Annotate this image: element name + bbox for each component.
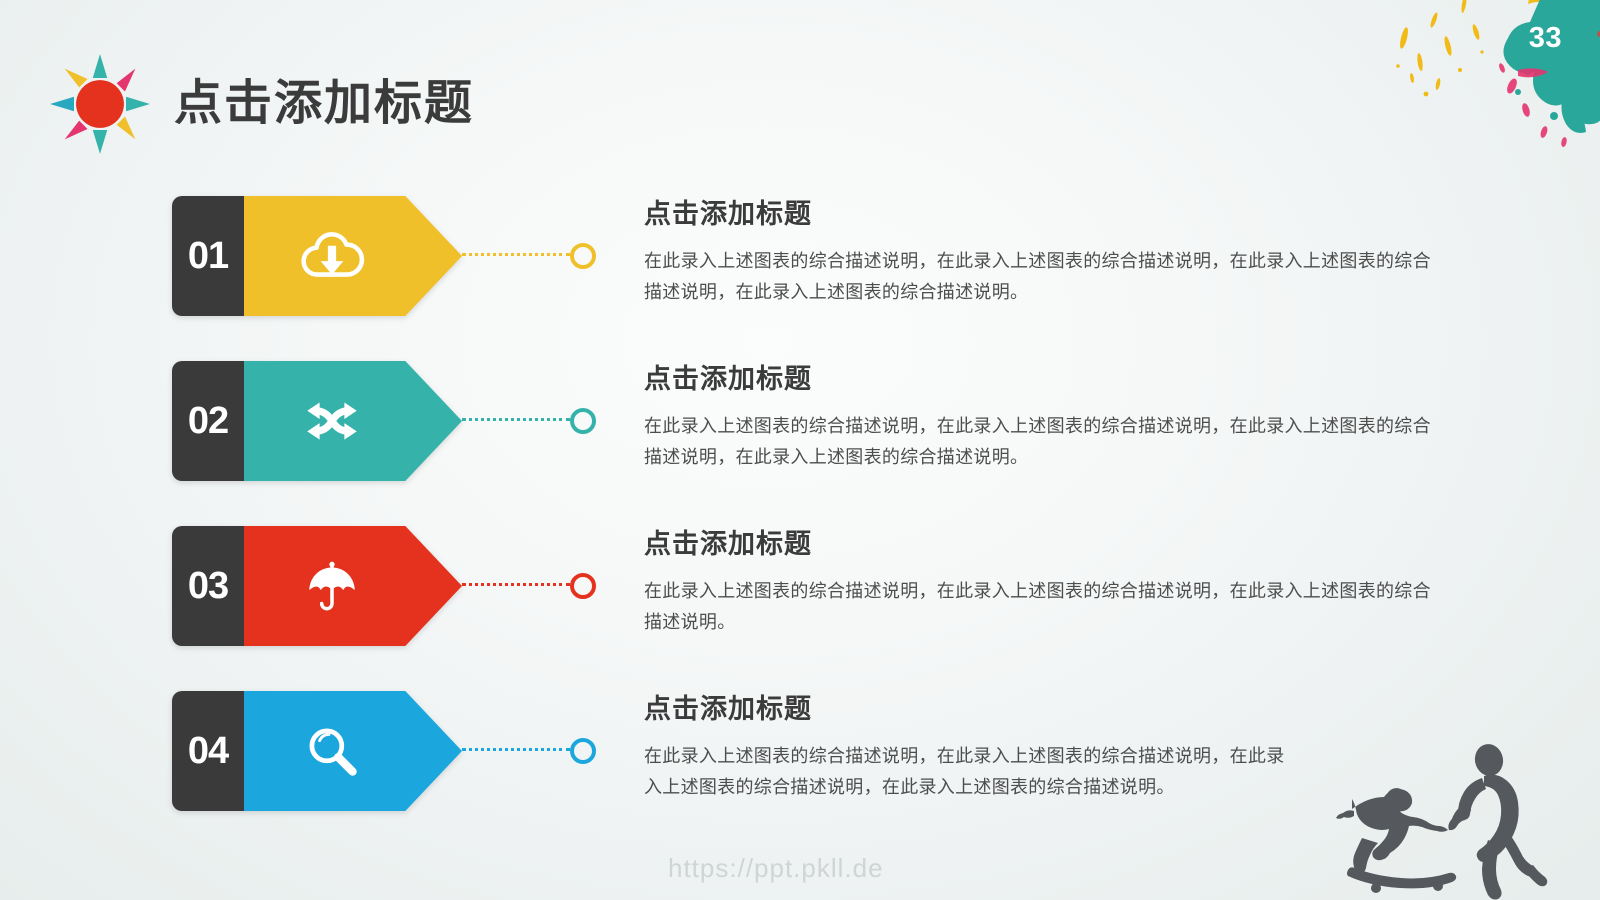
- watermark-url: https://ppt.pkll.de: [668, 853, 884, 883]
- item-connector-line: [462, 583, 570, 592]
- item-number: 01: [187, 235, 229, 277]
- info-row: 03 点击添加标题 在此录入上述图表的综合: [0, 526, 1600, 691]
- item-banner-02[interactable]: 02: [172, 361, 462, 481]
- slide-header: 点击添加标题: [48, 52, 474, 156]
- item-number-block: 02: [172, 361, 244, 481]
- item-endpoint-ring: [570, 738, 596, 764]
- item-banner-04[interactable]: 04: [172, 691, 462, 811]
- item-arrow-block: [244, 526, 462, 646]
- item-number: 03: [187, 565, 229, 607]
- info-rows-container: 01 点击添加标题 在此录入上述图表的综合描述说明，在此录入上述图表的综合描述说…: [0, 196, 1600, 856]
- item-number-block: 03: [172, 526, 244, 646]
- item-connector-line: [462, 748, 570, 757]
- cloud-download-icon: [299, 223, 365, 289]
- info-row: 02: [0, 361, 1600, 526]
- item-endpoint-ring: [570, 243, 596, 269]
- info-row: 04 点击添加标题 在此录入上述图表的综合描述说明，在此录入上述图表的综: [0, 691, 1600, 856]
- item-body-text: 在此录入上述图表的综合描述说明，在此录入上述图表的综合描述说明，在此录入上述图表…: [644, 250, 1431, 303]
- item-text-column: 点击添加标题 在此录入上述图表的综合描述说明，在此录入上述图表的综合描述说明，在…: [644, 694, 1296, 804]
- umbrella-icon: [299, 553, 365, 619]
- magnifier-icon: [299, 718, 365, 784]
- item-title: 点击添加标题: [644, 199, 812, 229]
- page-number: 33: [1528, 22, 1562, 54]
- item-title: 点击添加标题: [644, 694, 812, 724]
- item-text-column: 点击添加标题 在此录入上述图表的综合描述说明，在此录入上述图表的综合描述说明，在…: [644, 199, 1434, 309]
- item-number-block: 01: [172, 196, 244, 316]
- page-title: 点击添加标题: [174, 77, 475, 130]
- item-body-text: 在此录入上述图表的综合描述说明，在此录入上述图表的综合描述说明，在此录入上述图表…: [644, 415, 1431, 468]
- item-body-text: 在此录入上述图表的综合描述说明，在此录入上述图表的综合描述说明，在此录入上述图表…: [644, 745, 1285, 798]
- item-arrow-block: [244, 196, 462, 316]
- sun-logo-icon: [48, 52, 152, 156]
- item-title: 点击添加标题: [644, 364, 812, 394]
- item-number: 02: [187, 400, 229, 442]
- item-arrow-block: [244, 691, 462, 811]
- item-connector-line: [462, 253, 570, 262]
- item-banner-03[interactable]: 03: [172, 526, 462, 646]
- item-text-column: 点击添加标题 在此录入上述图表的综合描述说明，在此录入上述图表的综合描述说明，在…: [644, 529, 1434, 639]
- item-body-text: 在此录入上述图表的综合描述说明，在此录入上述图表的综合描述说明，在此录入上述图表…: [644, 580, 1431, 633]
- item-banner-01[interactable]: 01: [172, 196, 462, 316]
- item-number-block: 04: [172, 691, 244, 811]
- item-endpoint-ring: [570, 573, 596, 599]
- shuffle-icon: [299, 388, 365, 454]
- item-endpoint-ring: [570, 408, 596, 434]
- item-number: 04: [187, 730, 229, 772]
- item-connector-line: [462, 418, 570, 427]
- item-arrow-block: [244, 361, 462, 481]
- info-row: 01 点击添加标题 在此录入上述图表的综合描述说明，在此录入上述图表的综合描述说…: [0, 196, 1600, 361]
- item-text-column: 点击添加标题 在此录入上述图表的综合描述说明，在此录入上述图表的综合描述说明，在…: [644, 364, 1434, 474]
- paint-splash-decoration: [1368, 0, 1600, 149]
- item-title: 点击添加标题: [644, 529, 812, 559]
